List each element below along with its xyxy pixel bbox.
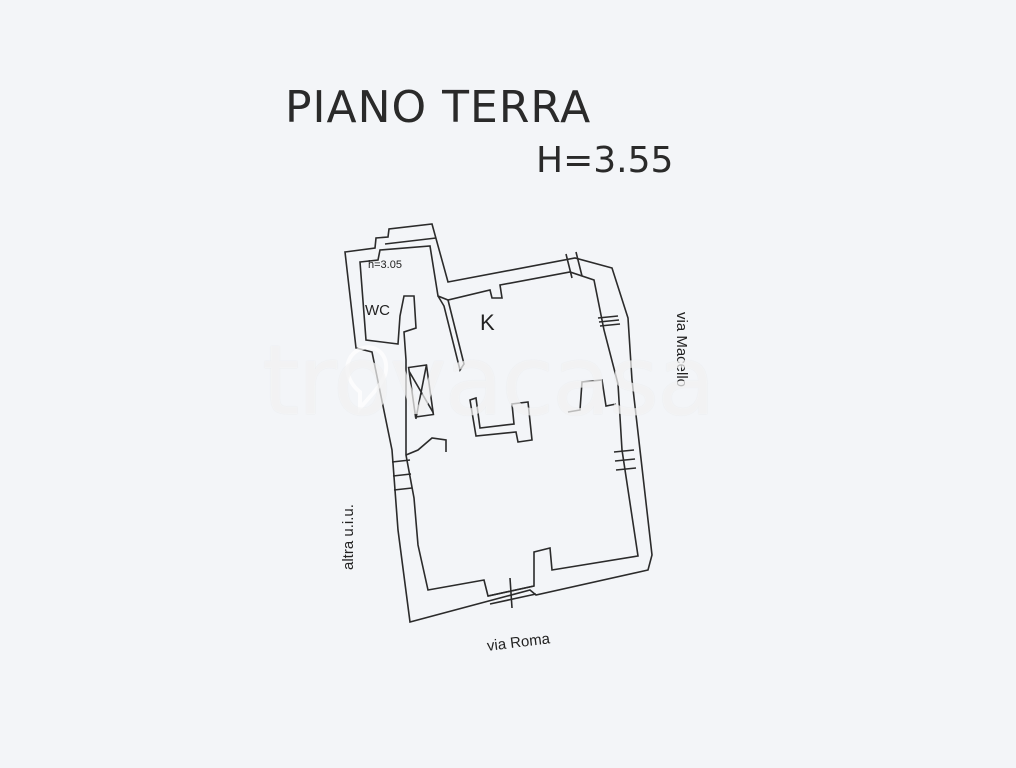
wc-height-label: h=3.05 [368, 259, 402, 271]
wc-label: WC [365, 302, 390, 319]
floor-title: PIANO TERRA [285, 82, 592, 133]
door-south [487, 577, 537, 609]
kitchen-label: K [480, 310, 495, 335]
floor-height: H=3.55 [536, 140, 674, 181]
window-west [391, 459, 413, 491]
wc-partition [384, 237, 437, 245]
window-east-2 [613, 449, 637, 471]
corridor-wall [437, 295, 465, 372]
east-recess [567, 379, 617, 413]
west-step [405, 437, 447, 456]
inner-wall [359, 245, 639, 597]
window-east-1 [597, 315, 621, 327]
chimney [469, 396, 533, 443]
watermark-logo: trovacasa [262, 325, 716, 437]
stair-cross [408, 364, 434, 420]
watermark-pin-icon [345, 345, 389, 414]
stair-box [407, 364, 435, 418]
street-west-label: altra u.i.u. [340, 504, 357, 570]
door-north [565, 251, 583, 279]
